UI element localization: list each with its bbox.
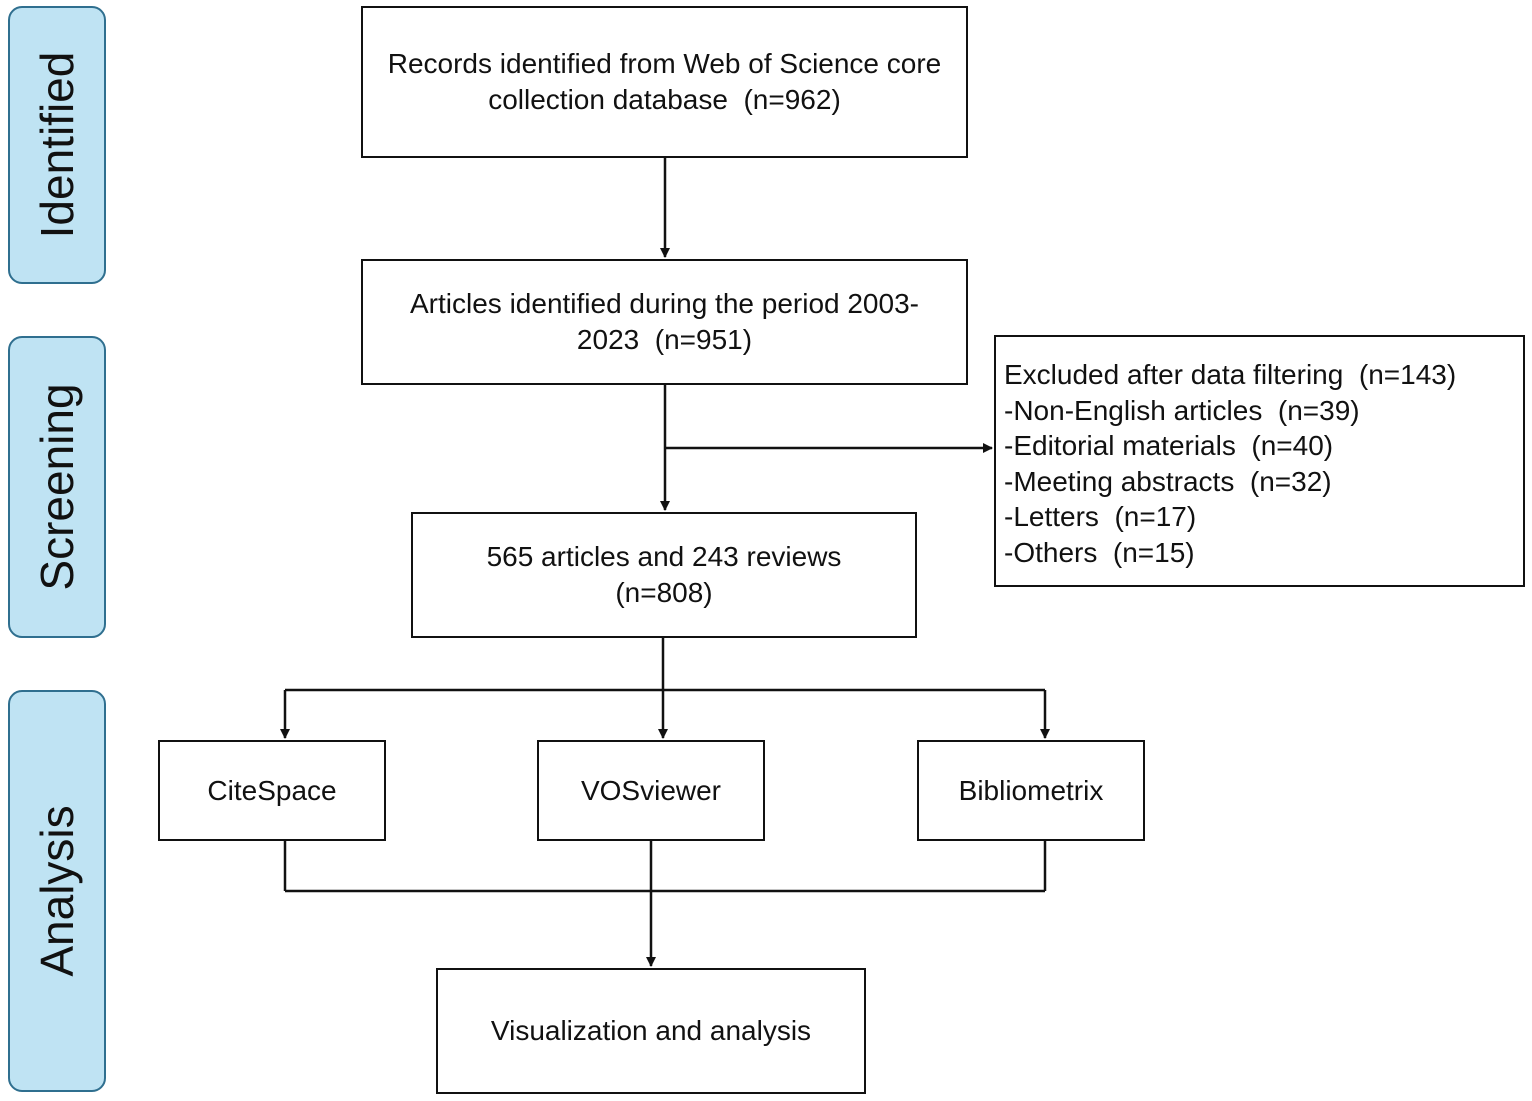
stage-label-analysis: Analysis: [8, 690, 106, 1092]
box-text-line: Records identified from Web of Science c…: [387, 48, 942, 79]
articles-identified-box: Articles identified during the period 20…: [361, 259, 968, 385]
stage-label-identified: Identified: [8, 6, 106, 284]
box-text-line: Articles identified during the period 20…: [410, 288, 919, 319]
records-identified-box: Records identified from Web of Science c…: [361, 6, 968, 158]
tool-label: Bibliometrix: [958, 774, 1104, 806]
excluded-item: -Letters (n=17): [1004, 501, 1197, 532]
box-text-line: 2023 (n=951): [576, 324, 753, 355]
articles-reviews-box: 565 articles and 243 reviews (n=808): [411, 512, 917, 638]
excluded-box: Excluded after data filtering (n=143) -N…: [994, 335, 1525, 587]
tool-box-citespace: CiteSpace: [158, 740, 386, 841]
excluded-header: Excluded after data filtering (n=143): [1004, 359, 1457, 390]
tool-label: VOSviewer: [580, 774, 722, 806]
tool-label: CiteSpace: [207, 774, 337, 806]
tool-box-bibliometrix: Bibliometrix: [917, 740, 1145, 841]
excluded-item: -Editorial materials (n=40): [1004, 430, 1334, 461]
box-text-line: (n=808): [615, 577, 713, 608]
box-text-line: collection database (n=962): [488, 84, 841, 115]
excluded-item: -Others (n=15): [1004, 536, 1195, 568]
final-label: Visualization and analysis: [490, 1015, 812, 1046]
box-text-line: 565 articles and 243 reviews: [486, 541, 842, 572]
excluded-item: -Meeting abstracts (n=32): [1004, 465, 1332, 497]
visualization-analysis-box: Visualization and analysis: [436, 968, 866, 1094]
tool-box-vosviewer: VOSviewer: [537, 740, 765, 841]
excluded-item: -Non-English articles (n=39): [1004, 394, 1360, 426]
stage-label-screening: Screening: [8, 336, 106, 638]
